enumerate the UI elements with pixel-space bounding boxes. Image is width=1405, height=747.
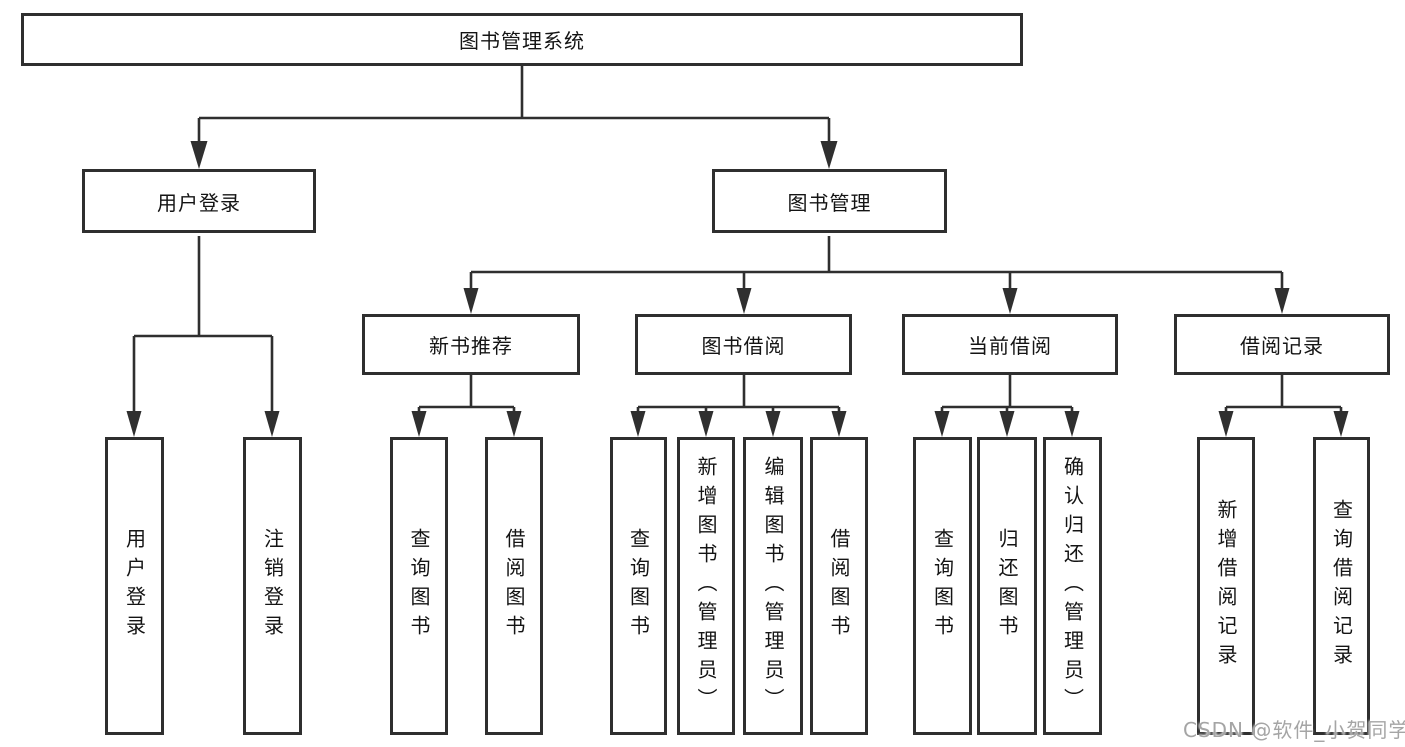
leaf-query-books-borrow: 查询图书 (610, 437, 667, 735)
node-book-borrowing: 图书借阅 (635, 314, 852, 375)
leaf-logout: 注销登录 (243, 437, 302, 735)
node-current-borrowing: 当前借阅 (902, 314, 1118, 375)
leaf-edit-books-admin: 编辑图书（管理员） (743, 437, 803, 735)
leaf-return-books: 归还图书 (977, 437, 1037, 735)
leaf-add-borrow-record: 新增借阅记录 (1197, 437, 1255, 735)
node-new-book-recommend: 新书推荐 (362, 314, 580, 375)
leaf-query-books-current: 查询图书 (913, 437, 972, 735)
node-user-login: 用户登录 (82, 169, 316, 233)
leaf-query-borrow-record: 查询借阅记录 (1313, 437, 1370, 735)
node-root-system: 图书管理系统 (21, 13, 1023, 66)
leaf-confirm-return-admin: 确认归还（管理员） (1043, 437, 1102, 735)
leaf-query-books-recommend: 查询图书 (390, 437, 448, 735)
csdn-watermark: CSDN @软件_小贺同学 (1183, 718, 1405, 742)
node-borrow-records: 借阅记录 (1174, 314, 1390, 375)
leaf-user-login: 用户登录 (105, 437, 164, 735)
leaf-borrow-books-recommend: 借阅图书 (485, 437, 543, 735)
leaf-borrow-books: 借阅图书 (810, 437, 868, 735)
leaf-add-books-admin: 新增图书（管理员） (677, 437, 735, 735)
node-book-management: 图书管理 (712, 169, 947, 233)
